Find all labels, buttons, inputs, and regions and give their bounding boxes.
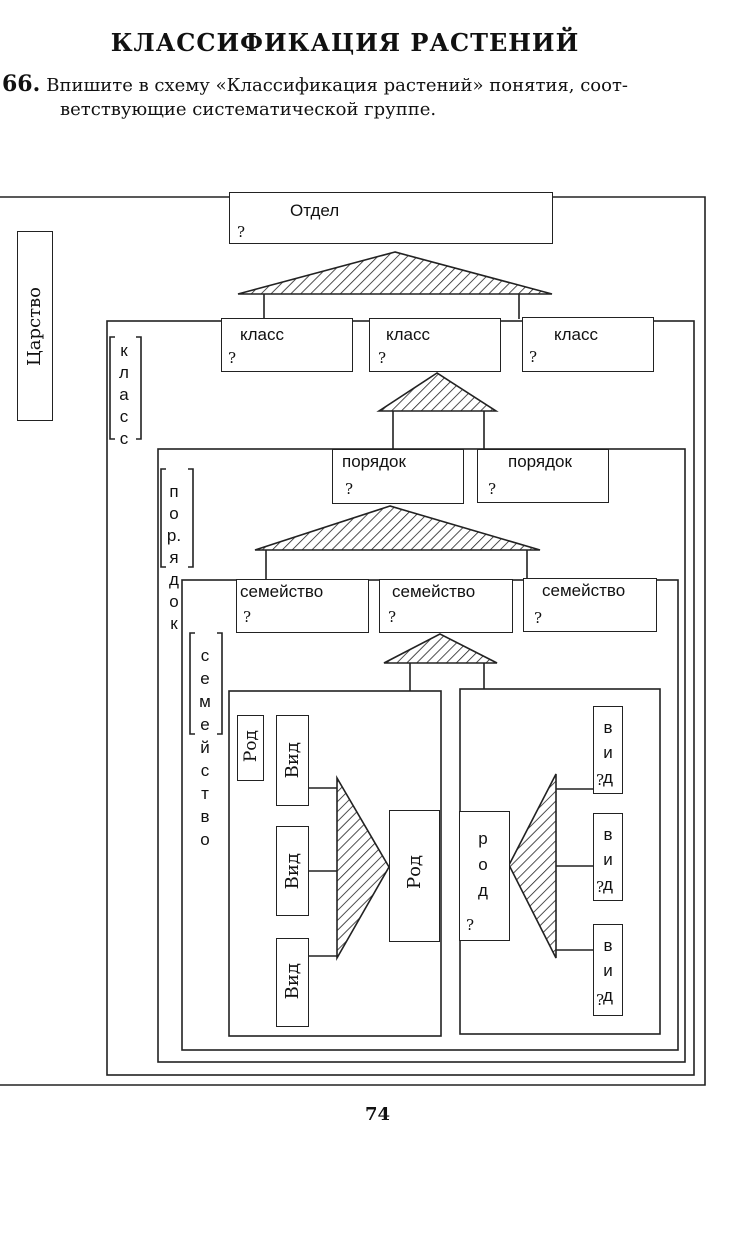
species-mark: ? [596,878,605,896]
order-label: порядок [342,452,406,471]
family-box-2: семейство ? [379,579,513,633]
page-number: 74 [364,1104,391,1125]
family-frame-left [228,690,442,1037]
task-line-2: ветствующие систематической группе. [60,99,437,120]
order-triangle [254,505,541,551]
family-mark: ? [388,608,397,626]
class-label: класс [240,325,285,344]
class-label: класс [386,325,431,344]
class-mark: ? [529,348,538,366]
class-box-1: класс ? [221,318,353,372]
family-label: семейство [240,582,324,601]
class-label: класс [554,325,599,344]
genus-box-left-small: Род [237,715,264,781]
page-title: КЛАССИФИКАЦИЯ РАСТЕНИЙ [110,28,580,57]
order-mark: ? [488,480,497,498]
family-mark: ? [534,609,543,627]
family-box-1: семейство ? [236,579,369,633]
genus-box-left-main: Род [389,810,440,942]
division-box: Отдел ? [229,192,553,244]
division-mark: ? [237,223,246,241]
class-triangle [376,372,499,412]
order-box-2: порядок ? [477,449,609,503]
class-box-3: класс ? [522,317,654,372]
order-label: порядок [508,452,572,471]
species-mark: ? [596,991,605,1009]
right-genus-triangle [508,773,557,959]
species-label: Вид [282,742,303,779]
order-mark: ? [345,480,354,498]
species-mark: ? [596,771,605,789]
task-text: 66.Впишите в схему «Классификация растен… [2,72,722,122]
family-triangle [383,633,498,664]
kingdom-label: Царство [24,287,45,366]
genus-center-label: Род [404,855,425,890]
genus-mark: ? [466,916,475,934]
kingdom-box: Царство [17,231,53,421]
genus-label: Род [241,730,261,763]
order-box-1: порядок ? [332,449,464,504]
family-mark: ? [243,608,252,626]
family-label: семейство [542,581,626,600]
class-box-2: класс ? [369,318,501,372]
species-label: Вид [282,963,303,1000]
family-label: семейство [392,582,476,601]
species-box-left-3: Вид [276,938,309,1027]
species-box-left-2: Вид [276,826,309,916]
class-mark: ? [378,349,387,367]
class-mark: ? [228,349,237,367]
species-box-left-1: Вид [276,715,309,806]
left-genus-triangle [336,775,390,962]
division-label: Отдел [290,201,340,220]
task-line-1: Впишите в схему «Классификация растений»… [46,75,629,96]
task-number: 66. [2,71,41,97]
division-triangle [237,251,553,295]
species-label: Вид [282,853,303,890]
family-box-3: семейство ? [523,578,657,632]
